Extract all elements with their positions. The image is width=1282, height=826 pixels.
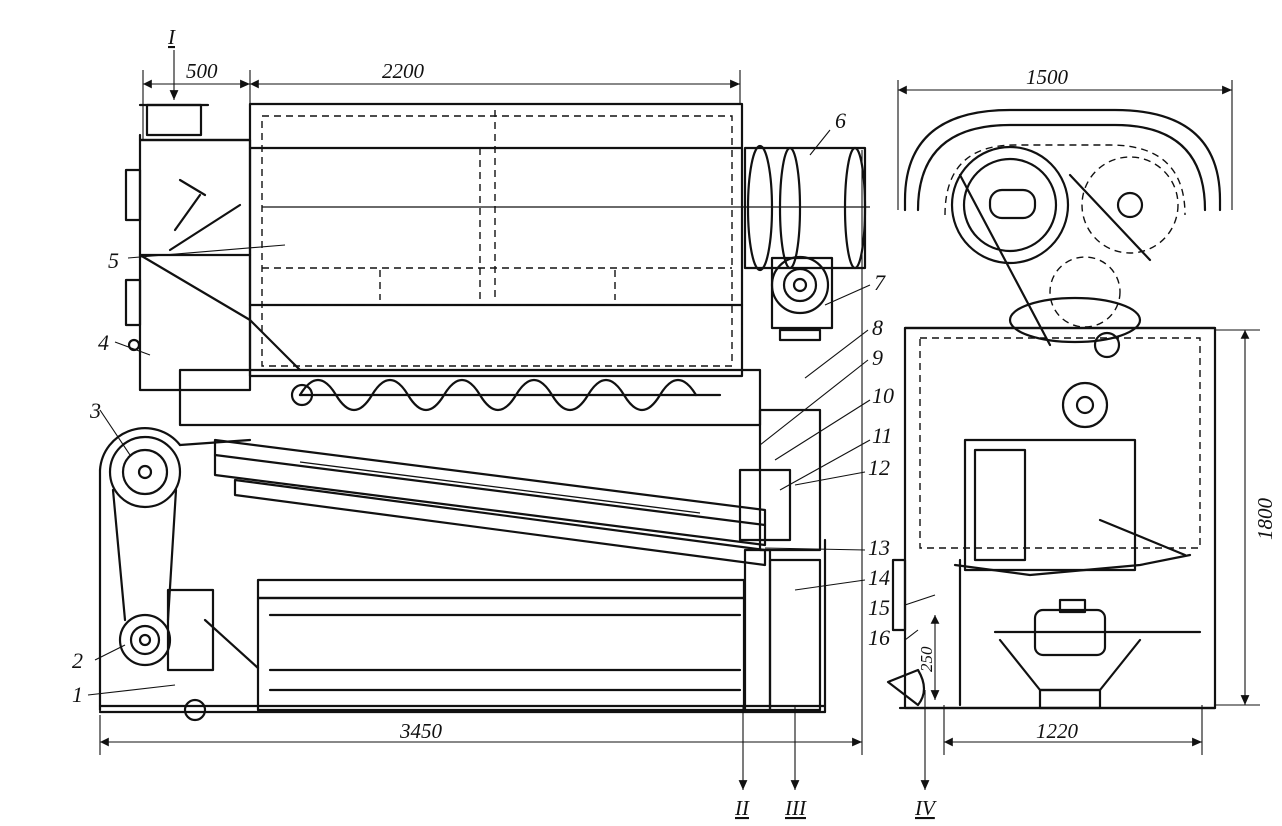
dim-2200: 2200 [382,59,425,83]
flow-label-in: I [167,25,176,49]
callout-2: 2 [72,648,83,673]
front-view [886,80,1260,790]
callout-4: 4 [98,330,109,355]
flow-label-out3: III [784,796,807,820]
dim-1800: 1800 [1253,498,1277,541]
callout-15: 15 [868,595,890,620]
flow-label-out2: II [734,796,750,820]
callout-9: 9 [872,345,883,370]
callout-13: 13 [868,535,890,560]
side-view [87,50,871,790]
dim-1500: 1500 [1026,65,1069,89]
flow-label-out4: IV [914,796,937,820]
callout-1: 1 [72,682,83,707]
dim-500: 500 [186,59,218,83]
callout-6: 6 [835,108,846,133]
callout-3: 3 [89,398,101,423]
callout-7: 7 [874,270,886,295]
callout-12: 12 [868,455,890,480]
callout-8: 8 [872,315,883,340]
dim-1220: 1220 [1036,719,1079,743]
callout-10: 10 [872,383,894,408]
callout-5: 5 [108,248,119,273]
callout-14: 14 [868,565,890,590]
dim-250: 250 [917,646,936,672]
callout-16: 16 [868,625,890,650]
callout-11: 11 [872,423,892,448]
dim-3450: 3450 [399,719,443,743]
